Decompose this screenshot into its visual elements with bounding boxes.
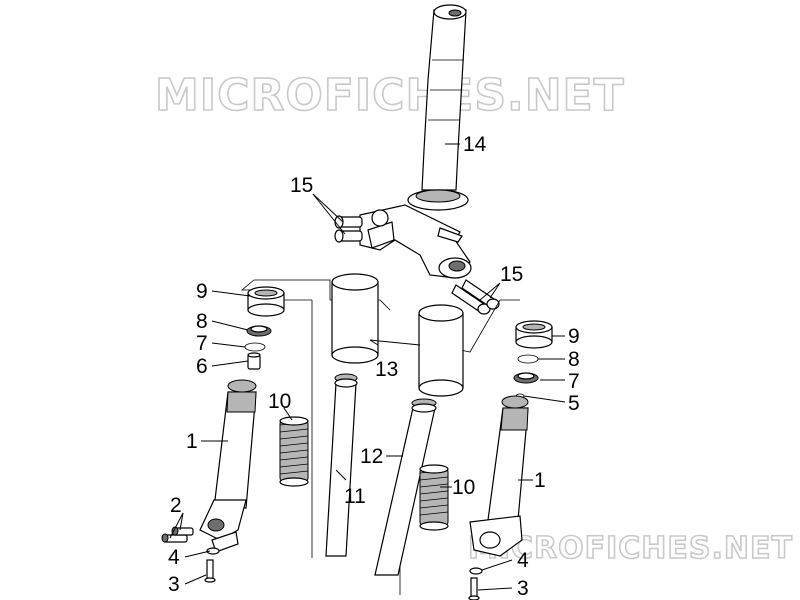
fork-leg-part-1-left xyxy=(199,379,257,553)
callout-10-right: 10 xyxy=(452,476,475,499)
callout-9-left: 9 xyxy=(196,280,208,303)
watermark-top: MICROFICHES.NET xyxy=(155,70,625,121)
callout-2: 2 xyxy=(170,494,182,517)
callout-9-right: 9 xyxy=(568,325,580,348)
bolts-part-2 xyxy=(161,526,194,543)
callout-10-left: 10 xyxy=(268,390,291,413)
leader-lines xyxy=(169,143,566,591)
bolts-part-15-right xyxy=(451,279,500,315)
spring-part-10-left xyxy=(279,416,309,487)
callout-5: 5 xyxy=(568,392,580,415)
callout-7-left: 7 xyxy=(196,332,208,355)
clip-part-7-left xyxy=(244,342,266,352)
upper-tube-part-13-left xyxy=(331,273,379,364)
callout-1-left: 1 xyxy=(186,430,198,453)
callout-8-right: 8 xyxy=(568,348,580,371)
seal-part-7-right xyxy=(513,372,539,384)
callout-12: 12 xyxy=(360,445,383,468)
assembly-guide-lines xyxy=(240,279,520,595)
callout-11: 11 xyxy=(344,485,366,508)
steering-tube-part-14 xyxy=(407,4,469,211)
callout-labels: 14 15 15 9 8 7 6 10 1 13 12 11 10 1 9 8 … xyxy=(168,133,580,600)
screw-part-3-left xyxy=(204,559,216,583)
callout-4-right: 4 xyxy=(517,549,529,572)
callout-13: 13 xyxy=(375,358,398,381)
callout-6: 6 xyxy=(196,355,208,378)
dust-cap-part-9-left xyxy=(247,286,285,317)
inner-tube-part-12 xyxy=(374,398,437,576)
screw-part-3-right xyxy=(468,577,480,600)
fork-crown-bridge xyxy=(359,204,472,279)
callout-1-right: 1 xyxy=(534,469,546,492)
callout-7-right: 7 xyxy=(568,370,580,393)
inner-tube-part-11 xyxy=(325,373,358,557)
clip-part-8-right xyxy=(517,354,539,364)
spring-part-10-right xyxy=(419,464,449,531)
dust-cap-part-9-right xyxy=(515,320,553,349)
bolts-part-15-left xyxy=(334,215,363,243)
seal-part-8-left xyxy=(246,325,272,337)
washer-part-4-right xyxy=(469,567,483,575)
callout-15-right: 15 xyxy=(500,263,523,286)
washer-part-4-left xyxy=(206,547,220,555)
callout-4-left: 4 xyxy=(168,546,180,569)
callout-8-left: 8 xyxy=(196,310,208,333)
callout-14: 14 xyxy=(463,133,487,156)
upper-tube-part-13-right xyxy=(418,304,464,397)
fork-leg-part-1-right xyxy=(469,395,529,557)
bushing-part-6 xyxy=(247,352,261,370)
callout-3-right: 3 xyxy=(517,577,529,600)
callout-15-left: 15 xyxy=(290,174,313,197)
callout-3-left: 3 xyxy=(168,573,180,596)
